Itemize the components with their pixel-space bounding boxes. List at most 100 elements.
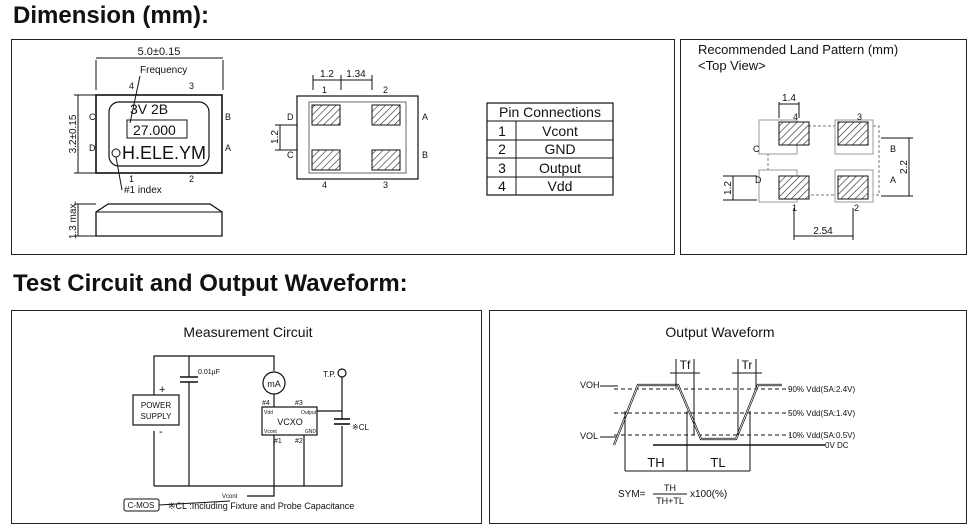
package-side-view: 1.3 max.	[68, 201, 223, 239]
land-pin-1: 1	[792, 203, 797, 213]
supply-label-1: POWER	[141, 401, 171, 410]
pin-row-2-name: GND	[544, 141, 575, 157]
bottom-pin-3: 3	[383, 180, 388, 190]
pin-row-4-name: Vdd	[548, 178, 573, 194]
pin-4-label: 4	[129, 81, 134, 91]
pin-3-mark: #3	[295, 400, 303, 407]
vcxo-gnd-pin: GND	[305, 429, 317, 435]
pin-row-4-num: 4	[498, 178, 506, 194]
bottom-pin-1: 1	[322, 85, 327, 95]
supply-minus: -	[159, 426, 163, 438]
vol-label: VOL	[580, 431, 598, 441]
land-dim-bottom: 2.54	[813, 226, 833, 237]
land-letter-a: A	[890, 175, 896, 185]
land-letter-b: B	[890, 144, 896, 154]
land-dim-top: 1.4	[782, 93, 796, 104]
pin-2-mark: #2	[295, 438, 303, 445]
pin-row-1-num: 1	[498, 123, 506, 139]
load-cap-label: ※CL	[352, 423, 369, 432]
bottom-dim-3: 1.2	[270, 130, 281, 144]
supply-label-2: SUPPLY	[141, 412, 173, 421]
vcxo-vdd-pin: Vdd	[264, 410, 273, 416]
land-pattern-panel: Recommended Land Pattern (mm) <Top View>…	[680, 39, 967, 255]
bottom-pin-4: 4	[322, 180, 327, 190]
marking-line-2: 27.000	[133, 122, 176, 138]
circuit-title: Measurement Circuit	[183, 324, 312, 340]
vcxo-output-pin: Output	[301, 410, 317, 416]
tf-label: Tf	[680, 358, 691, 372]
pin-row-3-num: 3	[498, 160, 506, 176]
waveform-title: Output Waveform	[665, 324, 774, 340]
vcxo-block	[261, 406, 318, 436]
test-point-icon	[337, 368, 347, 378]
side-a-label: A	[225, 143, 231, 153]
side-b-label: B	[225, 112, 231, 122]
bottom-side-a: A	[422, 112, 428, 122]
package-bottom-view: 1.2 1.34 1.2 1 2 4 3 D C A B	[270, 69, 428, 190]
test-point-label: T.P.	[323, 370, 336, 379]
land-subtitle: <Top View>	[698, 58, 766, 73]
package-top-view: 5.0±0.15 3.2±0.15 Frequency 3V 2B 27.000…	[68, 46, 231, 196]
voh-label: VOH	[580, 380, 600, 390]
dimension-drawing: 5.0±0.15 3.2±0.15 Frequency 3V 2B 27.000…	[68, 46, 614, 239]
pin-row-3-name: Output	[539, 160, 581, 176]
level-50-label: 50% Vdd(SA:1.4V)	[788, 409, 855, 418]
cmos-box	[123, 498, 160, 512]
pin-3-label: 3	[189, 81, 194, 91]
bottom-dim-2: 1.34	[346, 69, 366, 80]
circuit-footnote: ※CL :Including Fixture and Probe Capacit…	[168, 501, 354, 511]
level-0-label: 0V DC	[825, 441, 849, 450]
dimension-heading: Dimension (mm):	[13, 2, 210, 29]
bottom-side-b: B	[422, 150, 428, 160]
level-90-label: 90% Vdd(SA:2.4V)	[788, 385, 855, 394]
frequency-label: Frequency	[140, 65, 187, 76]
pin-row-2-num: 2	[498, 141, 506, 157]
land-dim-right: 2.2	[899, 160, 910, 174]
land-title: Recommended Land Pattern (mm)	[698, 42, 898, 57]
cmos-label: C-MOS	[128, 501, 155, 510]
land-pin-4: 4	[793, 112, 798, 122]
tl-label: TL	[710, 455, 725, 470]
vcont-label: Vcont	[222, 494, 238, 500]
land-letter-c: C	[753, 144, 760, 154]
index-label: #1 index	[124, 185, 162, 196]
power-supply-box	[132, 394, 180, 426]
bottom-dim-1: 1.2	[320, 69, 334, 80]
bottom-pin-2: 2	[383, 85, 388, 95]
side-c-label: C	[89, 112, 96, 122]
width-dimension: 5.0±0.15	[138, 46, 181, 58]
sym-prefix: SYM=	[618, 489, 646, 500]
output-waveform-drawing: Output Waveform VOH VOL 90% Vdd(SA:2.4V)…	[580, 324, 855, 506]
pin-2-label: 2	[189, 174, 194, 184]
marking-line-1: 3V 2B	[130, 101, 168, 117]
vcxo-vcont-pin: Vcont	[264, 429, 277, 435]
sym-denominator: TH+TL	[656, 496, 684, 506]
ammeter-label: mA	[267, 379, 281, 389]
land-pin-2: 2	[854, 203, 859, 213]
land-letter-d: D	[755, 175, 762, 185]
pin-row-1-name: Vcont	[542, 123, 578, 139]
th-label: TH	[647, 455, 664, 470]
bottom-side-c: C	[287, 150, 294, 160]
pin-4-mark: #4	[262, 400, 270, 407]
dimension-panel: 5.0±0.15 3.2±0.15 Frequency 3V 2B 27.000…	[11, 39, 675, 255]
height-dimension: 3.2±0.15	[68, 114, 79, 153]
level-10-label: 10% Vdd(SA:0.5V)	[788, 431, 855, 440]
pin-connections-table: Pin Connections 1 Vcont 2 GND 3 Output 4…	[486, 102, 614, 196]
supply-plus: +	[159, 384, 165, 396]
pin-1-mark: #1	[274, 438, 282, 445]
bypass-cap-label: 0.01µF	[198, 369, 220, 376]
bottom-side-d: D	[287, 112, 294, 122]
vcxo-label: VCXO	[277, 417, 303, 427]
marking-line-3: H.ELE.YM	[122, 143, 206, 163]
side-d-label: D	[89, 143, 96, 153]
pin-table-title: Pin Connections	[499, 104, 601, 120]
land-pattern-drawing: Recommended Land Pattern (mm) <Top View>…	[698, 42, 913, 240]
sym-numerator: TH	[664, 483, 676, 493]
sym-suffix: x100(%)	[690, 489, 727, 500]
tr-label: Tr	[742, 358, 753, 372]
output-waveform-panel: Output Waveform VOH VOL 90% Vdd(SA:2.4V)…	[489, 310, 967, 524]
measurement-circuit-drawing: Measurement Circuit 0.01µF POWER SUPPLY …	[123, 324, 369, 512]
land-dim-left: 1.2	[723, 181, 734, 195]
land-pin-3: 3	[857, 112, 862, 122]
